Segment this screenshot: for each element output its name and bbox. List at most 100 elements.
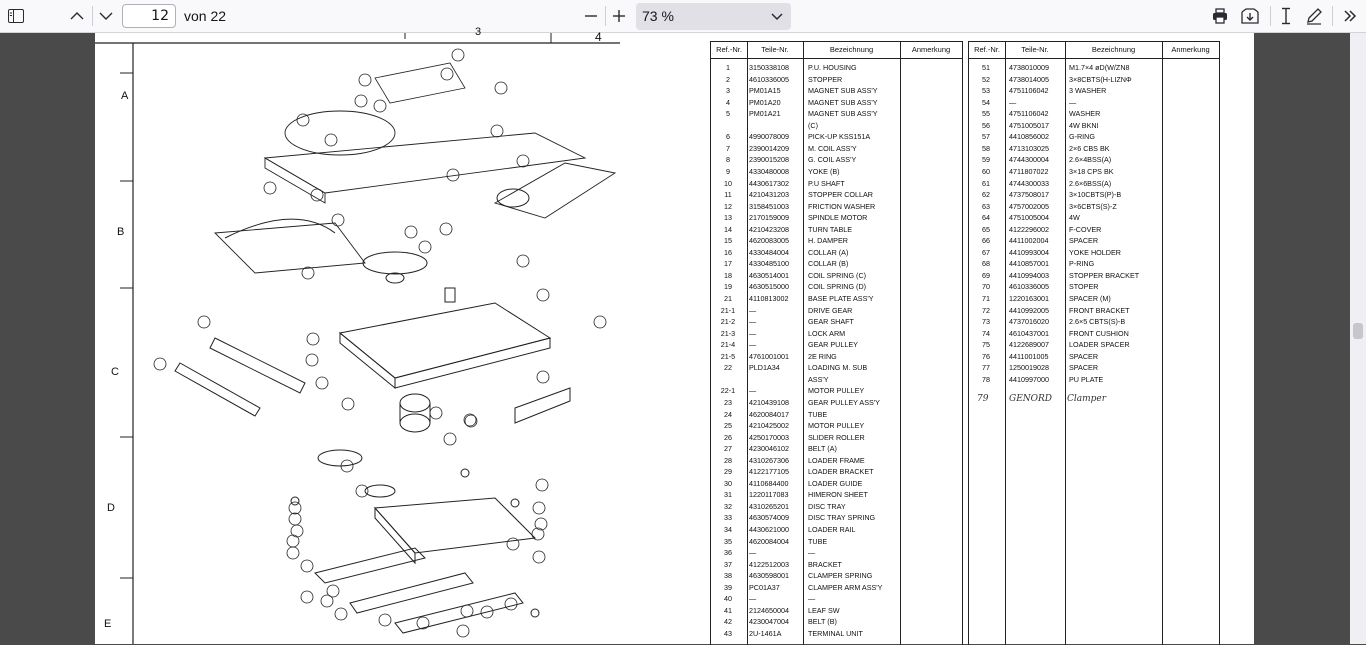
description-cell: 3×6CBTS(S)-Z xyxy=(1069,201,1117,211)
description-cell: YOKE HOLDER xyxy=(1069,247,1121,257)
ref-number-cell: 21-5 xyxy=(720,351,736,361)
ref-number-cell: 22 xyxy=(724,363,732,373)
description-cell: PICK-UP KSS151A xyxy=(808,132,871,142)
sidebar-toggle-icon xyxy=(8,9,24,23)
ref-number-cell: 22-1 xyxy=(720,386,736,396)
part-number-cell: 4250170003 xyxy=(749,432,789,442)
toolbar-divider xyxy=(92,6,93,26)
part-number-cell: 4990078009 xyxy=(749,132,789,142)
part-number-cell: 2390014209 xyxy=(749,143,789,153)
part-number-cell: 2124650004 xyxy=(749,605,789,615)
drawing-row-letter: D xyxy=(107,502,115,514)
column-header: Ref.-Nr. xyxy=(974,45,1000,54)
ref-number-cell: 8 xyxy=(726,155,730,165)
description-cell: FRONT BRACKET xyxy=(1069,305,1130,315)
ref-number-cell: 60 xyxy=(982,166,990,176)
column-divider xyxy=(1065,42,1066,645)
ref-number-cell: 13 xyxy=(724,213,732,223)
description-cell: 2.6×6BSS(A) xyxy=(1069,178,1112,188)
description-cell: — xyxy=(1069,97,1077,107)
description-cell: SPINDLE MOTOR xyxy=(808,213,868,223)
parts-table-left: Ref.-Nr. Teile-Nr. Bezeichnung Anmerkung… xyxy=(710,41,963,645)
vertical-scrollbar[interactable] xyxy=(1350,33,1366,644)
draw-tool-button[interactable] xyxy=(1302,4,1326,28)
ref-number-cell: 24 xyxy=(724,409,732,419)
part-number-cell: 4610437001 xyxy=(1009,328,1049,338)
page-number-input[interactable]: 12 xyxy=(122,4,176,28)
save-button[interactable] xyxy=(1238,4,1262,28)
column-divider xyxy=(803,42,804,645)
description-cell: M1.7×4 øD(W/ZN8 xyxy=(1069,63,1130,72)
ref-number-cell: 19 xyxy=(724,282,732,292)
ref-number-cell: 42 xyxy=(724,617,732,627)
part-number-cell: 4410994003 xyxy=(1009,270,1049,280)
ref-number-cell: 43 xyxy=(724,628,732,638)
ref-number-cell: 74 xyxy=(982,328,990,338)
ref-number-cell: 70 xyxy=(982,282,990,292)
description-cell: CLAMPER SPRING xyxy=(808,571,873,581)
ref-number-cell: 53 xyxy=(982,86,990,96)
ref-number-cell: 63 xyxy=(982,201,990,211)
description-cell: SPACER xyxy=(1069,236,1099,246)
part-number-cell: 1250019028 xyxy=(1009,363,1049,373)
zoom-out-button[interactable] xyxy=(580,4,602,28)
part-number-cell: 4230047004 xyxy=(749,617,789,627)
zoom-in-button[interactable] xyxy=(608,4,630,28)
part-number-cell: 4210431203 xyxy=(749,190,789,200)
toolbar-divider xyxy=(605,6,606,26)
description-cell: TUBE xyxy=(808,536,828,546)
part-number-cell: 4230046102 xyxy=(749,444,789,454)
more-tools-button[interactable] xyxy=(1338,4,1362,28)
table-row: 22-1—MOTOR PULLEY xyxy=(711,385,962,397)
next-page-button[interactable] xyxy=(95,4,117,28)
previous-page-button[interactable] xyxy=(66,4,88,28)
zoom-select[interactable]: 73 % xyxy=(636,3,791,30)
ref-number-cell: 35 xyxy=(724,536,732,546)
description-cell: LOADER SPACER xyxy=(1069,340,1130,350)
next-page-icon xyxy=(99,12,113,20)
handwritten-note-ref: 79 xyxy=(977,394,989,404)
part-number-cell: 4330485100 xyxy=(749,259,789,269)
part-number-cell: 4737508017 xyxy=(1009,190,1049,200)
text-tool-button[interactable] xyxy=(1274,4,1298,28)
ref-number-cell: 56 xyxy=(982,120,990,130)
document-viewer[interactable]: 3 4 A B C D E Ref.-Nr. Teile-Nr. Bezeich… xyxy=(0,26,1366,645)
ref-number-cell: 21-2 xyxy=(720,317,736,327)
zoom-out-icon xyxy=(585,15,597,17)
print-button[interactable] xyxy=(1208,4,1232,28)
ref-number-cell: 21-1 xyxy=(720,305,736,315)
ref-number-cell: 4 xyxy=(726,97,730,107)
description-cell: 3×8CBTS(H-LIZNΦ xyxy=(1069,74,1132,84)
part-number-cell: 4410857001 xyxy=(1009,259,1049,269)
sidebar-toggle-button[interactable] xyxy=(4,4,28,28)
part-number-cell: 4122689007 xyxy=(1009,340,1049,350)
part-number-cell: 4330484004 xyxy=(749,247,789,257)
description-cell: DRIVE GEAR xyxy=(808,305,853,315)
scrollbar-thumb[interactable] xyxy=(1353,323,1363,339)
part-number-cell: 4410856002 xyxy=(1009,132,1049,142)
description-cell: TURN TABLE xyxy=(808,224,853,234)
ref-number-cell: 29 xyxy=(724,467,732,477)
zoom-value: 73 % xyxy=(642,8,674,24)
ref-number-cell: 59 xyxy=(982,155,990,165)
drawing-row-letter: B xyxy=(117,226,125,238)
description-cell: P.U SHAFT xyxy=(808,178,845,188)
